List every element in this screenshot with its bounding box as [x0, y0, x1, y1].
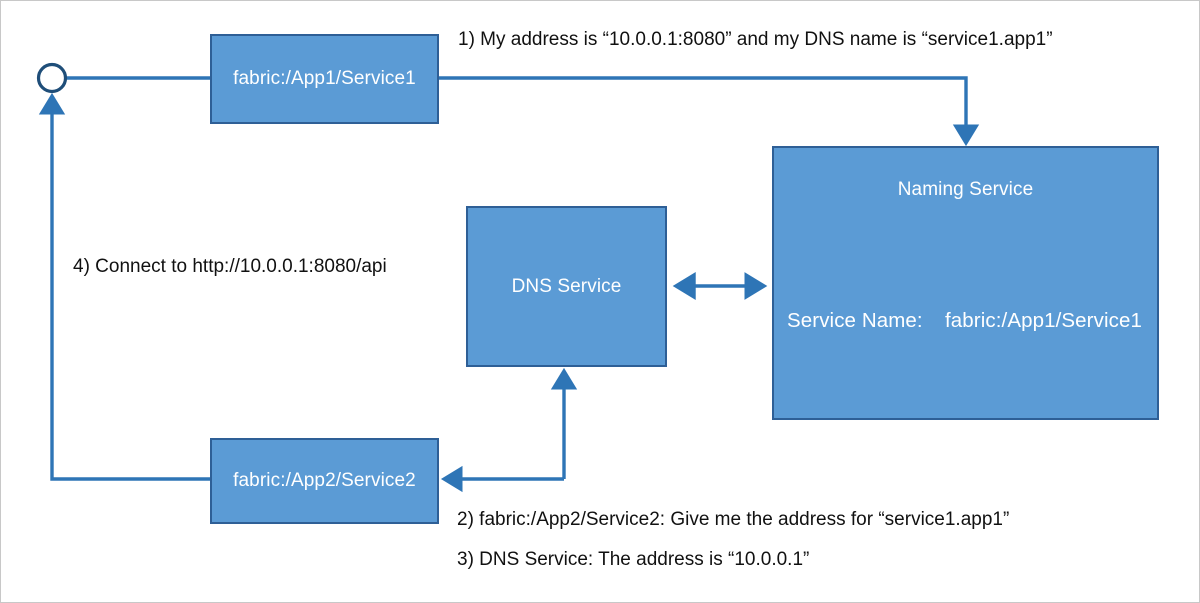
naming-entry-1-service-name-value: fabric:/App1/Service1: [945, 308, 1142, 332]
note-step-3: 3) DNS Service: The address is “10.0.0.1…: [457, 549, 810, 570]
endpoint-circle: [36, 62, 210, 94]
naming-entry-1-address-value: 10.0.0.1:8080: [945, 426, 1072, 450]
naming-entry-1-dns-name: DNS Name: service1.app1: [787, 542, 1157, 572]
note-step-2: 2) fabric:/App2/Service2: Give me the ad…: [457, 509, 1010, 530]
node-app2-label: fabric:/App2/Service2: [233, 470, 416, 491]
naming-entry-1-address: 10.0.0.1:8080: [787, 424, 1157, 454]
naming-entry-1-service-name-key: Service Name:: [787, 308, 923, 332]
connector-app2-to-endpoint: [38, 92, 210, 481]
naming-entry-1-dns-name-value: service1.app1: [945, 544, 1074, 568]
naming-service-entries: Service Name: fabric:/App1/Service1 10.0.…: [774, 217, 1157, 602]
node-app1-label: fabric:/App1/Service1: [233, 68, 416, 89]
node-app1[interactable]: fabric:/App1/Service1: [210, 34, 439, 124]
note-step-1: 1) My address is “10.0.0.1:8080” and my …: [458, 29, 1053, 50]
naming-entry-1-dns-name-key: DNS Name:: [787, 544, 898, 568]
naming-service-title: Naming Service: [897, 179, 1034, 200]
node-dns-service-label: DNS Service: [511, 275, 622, 297]
connector-app1-to-naming: [439, 76, 980, 147]
node-naming-service[interactable]: Naming Service Service Name: fabric:/App1…: [772, 146, 1159, 568]
note-step-4: 4) Connect to http://10.0.0.1:8080/api: [73, 256, 387, 277]
node-app2[interactable]: fabric:/App2/Service2: [210, 438, 439, 524]
naming-entry-1-service-name: Service Name: fabric:/App1/Service1: [787, 306, 1157, 336]
node-dns-service[interactable]: DNS Service: [466, 206, 667, 367]
